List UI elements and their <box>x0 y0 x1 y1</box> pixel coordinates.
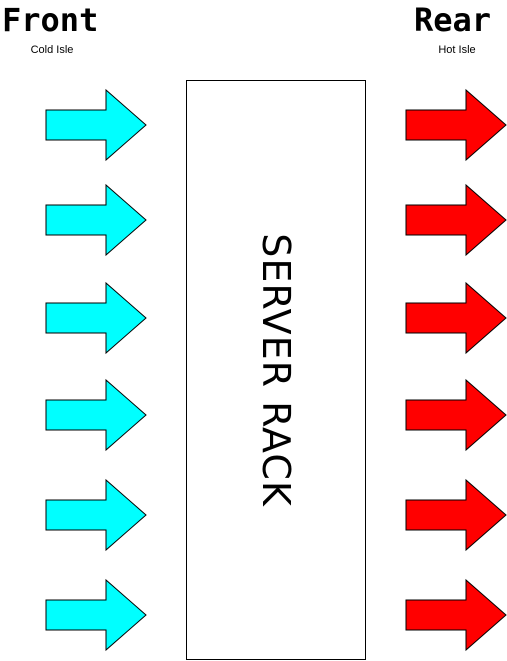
arrow-right-icon <box>45 578 147 652</box>
server-rack: SERVER RACK <box>186 80 366 660</box>
front-title: Front <box>2 1 99 39</box>
arrow-right-icon <box>45 88 147 162</box>
arrow-right-icon <box>405 88 507 162</box>
arrow-right-icon <box>405 578 507 652</box>
arrow-right-icon <box>45 378 147 452</box>
arrow-right-icon <box>45 281 147 355</box>
arrow-right-icon <box>45 183 147 257</box>
arrow-right-icon <box>405 183 507 257</box>
hot-isle-arrows <box>405 88 507 652</box>
cold-isle-arrows <box>45 88 147 652</box>
rear-subtitle: Hot Isle <box>438 44 476 56</box>
arrow-right-icon <box>405 478 507 552</box>
arrow-right-icon <box>405 281 507 355</box>
front-subtitle: Cold Isle <box>30 44 74 56</box>
arrow-right-icon <box>45 478 147 552</box>
arrow-right-icon <box>405 378 507 452</box>
rear-title: Rear <box>414 1 492 39</box>
